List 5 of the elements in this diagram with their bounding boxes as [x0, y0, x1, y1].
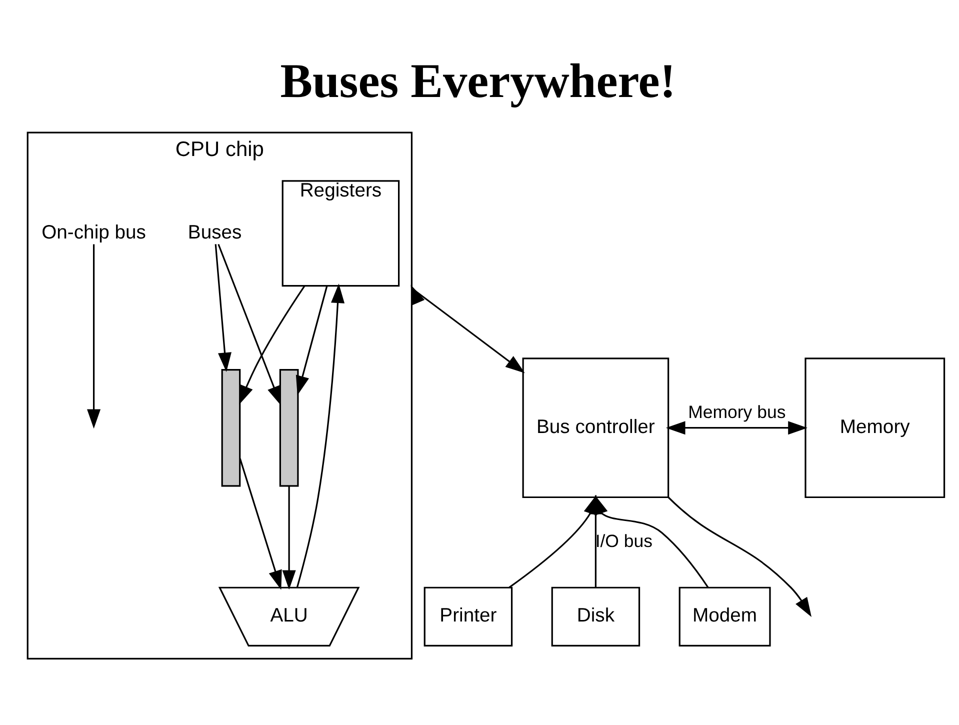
diagram-title: Buses Everywhere!	[280, 55, 676, 108]
edge-label: Memory bus	[688, 402, 786, 422]
edge-label: I/O bus	[595, 530, 653, 551]
node-text: Buses	[188, 221, 242, 244]
node-text: On-chip bus	[42, 221, 146, 244]
